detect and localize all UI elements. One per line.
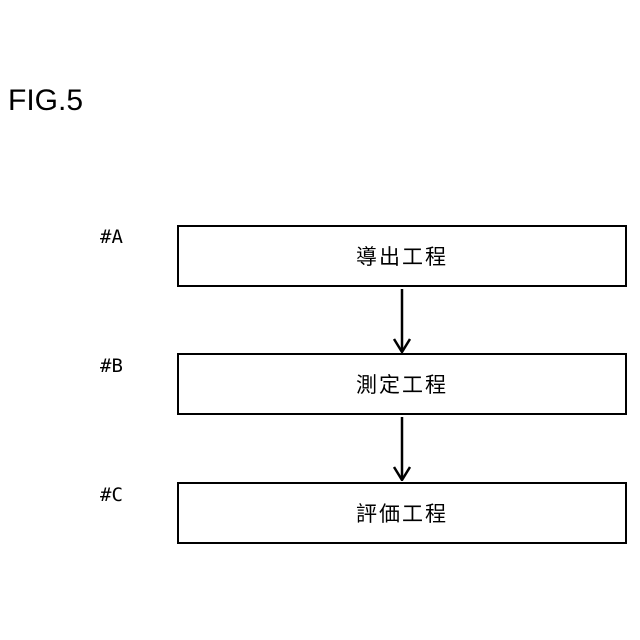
- step-box-c: 評価工程: [177, 482, 627, 544]
- figure-title: FIG.5: [8, 84, 83, 118]
- step-tag-c: #C: [100, 484, 123, 506]
- arrow-a-to-b: [390, 289, 414, 353]
- step-label-c: 評価工程: [356, 498, 448, 528]
- step-tag-a: #A: [100, 226, 123, 248]
- step-label-a: 導出工程: [356, 241, 448, 271]
- step-label-b: 測定工程: [356, 369, 448, 399]
- arrow-b-to-c: [390, 417, 414, 481]
- step-box-a: 導出工程: [177, 225, 627, 287]
- step-box-b: 測定工程: [177, 353, 627, 415]
- step-tag-b: #B: [100, 355, 123, 377]
